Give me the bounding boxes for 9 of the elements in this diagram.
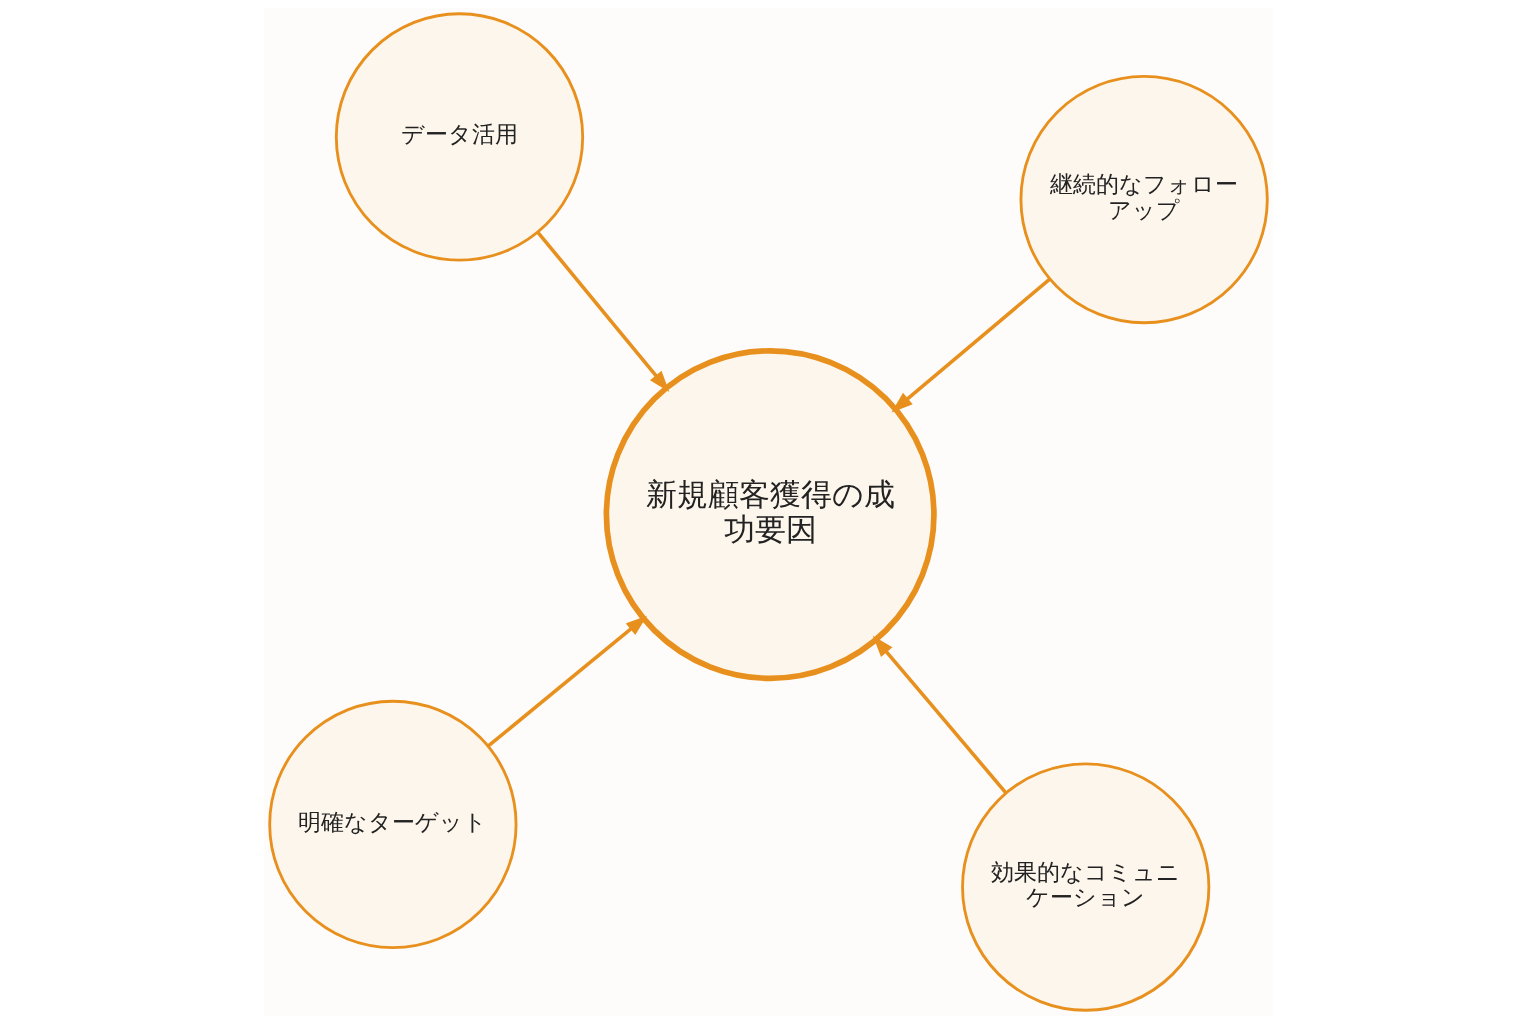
- node-circle: データ活用: [334, 12, 584, 262]
- node-circle: 明確なターゲット: [267, 699, 517, 950]
- arrow: [872, 635, 1007, 794]
- arrow: [486, 615, 647, 748]
- node-circle: 継続的なフォローアップ: [1019, 74, 1269, 325]
- arrow: [890, 277, 1051, 413]
- arrow: [536, 231, 669, 393]
- node-circle: 新規顧客獲得の成功要因: [603, 347, 937, 682]
- node-circle: 効果的なコミュニケーション: [960, 762, 1210, 1012]
